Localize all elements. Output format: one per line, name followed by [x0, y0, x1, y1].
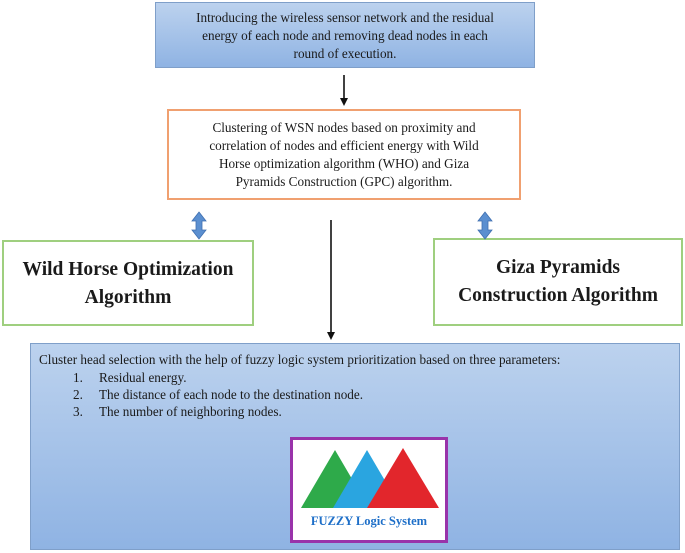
- giza-pyramids-algorithm-box: Giza Pyramids Construction Algorithm: [433, 238, 683, 326]
- gpc-line-1: Giza Pyramids: [495, 257, 621, 278]
- clustering-line-4: Pyramids Construction (GPC) algorithm.: [235, 174, 453, 189]
- parameter-text: The distance of each node to the destina…: [99, 387, 364, 402]
- parameter-list: 1. Residual energy. 2. The distance of e…: [39, 369, 679, 420]
- parameter-item: 3. The number of neighboring nodes.: [39, 403, 679, 420]
- parameter-number: 2.: [73, 387, 83, 402]
- clustering-line-2: correlation of nodes and efficient energ…: [209, 138, 479, 153]
- intro-wsn-box: Introducing the wireless sensor network …: [155, 2, 535, 68]
- parameter-item: 2. The distance of each node to the dest…: [39, 386, 679, 403]
- fuzzy-logic-system-box: FUZZY Logic System: [290, 437, 448, 543]
- parameter-text: Residual energy.: [99, 370, 187, 385]
- cluster-head-intro: Cluster head selection with the help of …: [39, 352, 561, 367]
- intro-line-2: energy of each node and removing dead no…: [202, 28, 488, 43]
- red-triangle: [367, 448, 439, 508]
- cluster-head-selection-box: Cluster head selection with the help of …: [30, 343, 680, 550]
- gpc-line-2: Construction Algorithm: [458, 285, 658, 306]
- clustering-box: Clustering of WSN nodes based on proximi…: [167, 109, 521, 200]
- double-arrow-right-icon: [477, 211, 493, 240]
- clustering-line-1: Clustering of WSN nodes based on proximi…: [212, 120, 476, 135]
- wild-horse-algorithm-box: Wild Horse Optimization Algorithm: [2, 240, 254, 326]
- intro-line-1: Introducing the wireless sensor network …: [196, 10, 494, 25]
- clustering-line-3: Horse optimization algorithm (WHO) and G…: [218, 156, 470, 171]
- fuzzy-logic-label: FUZZY Logic System: [310, 514, 428, 528]
- who-line-2: Algorithm: [84, 287, 172, 308]
- double-arrow-left-icon: [191, 211, 207, 240]
- parameter-text: The number of neighboring nodes.: [99, 404, 282, 419]
- fuzzy-triangles-icon: [301, 448, 439, 508]
- intro-line-3: round of execution.: [293, 46, 397, 61]
- who-line-1: Wild Horse Optimization: [22, 259, 234, 280]
- parameter-number: 1.: [73, 370, 83, 385]
- parameter-item: 1. Residual energy.: [39, 369, 679, 386]
- parameter-number: 3.: [73, 404, 83, 419]
